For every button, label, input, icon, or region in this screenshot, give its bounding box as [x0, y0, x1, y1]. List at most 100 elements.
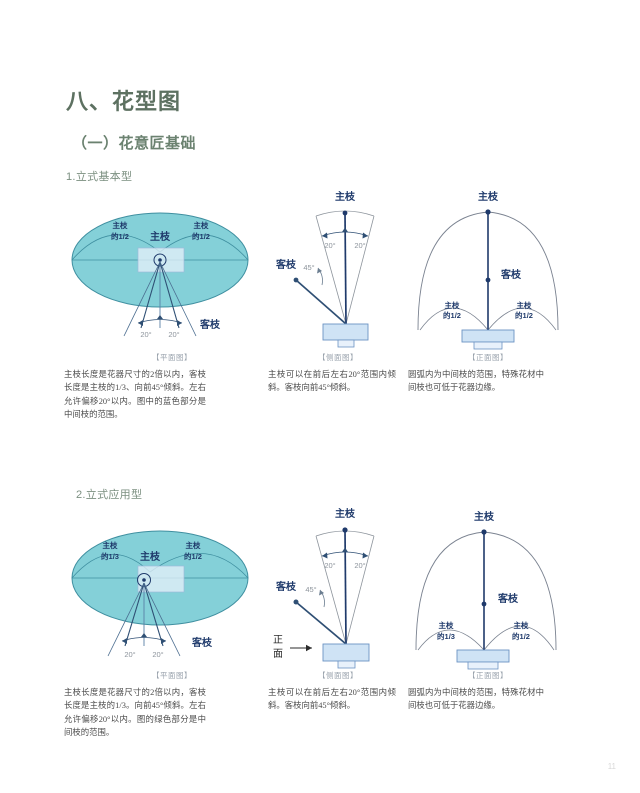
angle-arrow-left — [322, 552, 328, 559]
ray-outer-right — [143, 582, 181, 657]
main-branch-line — [344, 529, 347, 645]
guest-branch-line — [295, 601, 347, 645]
label-left-ratio-bottom: 的1/2 — [443, 310, 461, 320]
ray-right — [159, 261, 180, 329]
figure-front-basic: 主枝 客枝 主枝 的1/2 主枝 的1/2 — [404, 182, 572, 352]
ray-left — [124, 582, 145, 647]
angle-arrow-right — [362, 232, 368, 239]
vase-footprint — [137, 247, 185, 273]
arc-left — [71, 234, 161, 261]
figure-side-applied: 主枝 20° 20° 45° 客枝 正 面 — [268, 504, 400, 676]
label-left-ratio-bottom: 的1/3 — [437, 631, 455, 641]
angle-arrow-left — [322, 232, 328, 239]
vase-base — [337, 660, 356, 669]
ray-outer-right — [159, 261, 197, 337]
cone-edge-right — [345, 535, 375, 645]
label-left-ratio-top: 主枝 — [113, 220, 128, 230]
vase-base — [337, 339, 355, 348]
label-guest-branch: 客枝 — [191, 636, 213, 649]
view-caption-front-applied: 【正面图】 — [468, 671, 508, 680]
guest-branch-tip — [293, 277, 299, 283]
section-title: （一）花意匠基础 — [72, 135, 197, 152]
paragraph-front-basic: 圆弧内为中间枝的范围，特殊花材中间枝也可低于花器边缘。 — [408, 370, 544, 393]
cone-edge-left — [315, 535, 347, 645]
angle-arrow-right — [362, 552, 368, 559]
label-main-branch: 主枝 — [478, 190, 499, 203]
center-point-inner — [142, 578, 146, 582]
guest-branch-line — [295, 279, 347, 325]
figure-side-basic: 主枝 20° 20° 45° 客枝 — [275, 186, 398, 352]
front-direction-arrowhead — [306, 644, 312, 652]
angle-arrow-left — [122, 638, 127, 644]
label-left-ratio-top: 主枝 — [103, 540, 118, 550]
vase-body — [456, 649, 510, 663]
view-caption-plan-basic: 【平面图】 — [152, 353, 192, 362]
main-branch-tip — [342, 210, 348, 216]
label-front-direction-bottom: 面 — [273, 649, 283, 660]
figure-front-applied: 主枝 客枝 主枝 的1/3 主枝 的1/2 — [404, 500, 572, 674]
arc-right-small — [487, 307, 557, 331]
label-angle-right: 20° — [168, 330, 179, 339]
angle-arrow-mid — [141, 633, 147, 637]
arc-right — [159, 234, 249, 261]
view-caption-front-basic: 【正面图】 — [468, 353, 508, 362]
label-main-branch: 主枝 — [335, 190, 356, 203]
label-right-ratio-top: 主枝 — [514, 620, 529, 630]
guest-branch-point — [485, 277, 491, 283]
figure-plan-basic: 主枝 主枝 的1/2 主枝 的1/2 20° 20° 客枝 — [62, 192, 282, 352]
label-angle-guest: 45° — [305, 585, 316, 594]
label-right-ratio-top: 主枝 — [194, 220, 209, 230]
main-branch-tip — [485, 209, 491, 215]
angle-arrow-right — [161, 638, 166, 644]
arc-right-small — [483, 625, 555, 651]
label-guest-branch: 客枝 — [275, 258, 297, 271]
paragraph-side-basic: 主枝可以在前后左右20°范围内倾斜。客枝向前45°倾斜。 — [268, 370, 396, 393]
paragraph-front-applied: 圆弧内为中间枝的范围，特殊花材中间枝也可低于花器边缘。 — [408, 688, 544, 711]
label-angle-guest: 45° — [303, 263, 314, 272]
view-caption-side-applied: 【侧面图】 — [318, 671, 358, 680]
angle-arrow-left — [138, 320, 143, 326]
label-right-ratio-top: 主枝 — [186, 540, 201, 550]
label-guest-branch: 客枝 — [199, 318, 221, 331]
center-point-inner — [158, 258, 162, 262]
cone-edge-right — [345, 215, 375, 325]
label-front-direction-top: 正 — [273, 635, 283, 646]
arc-right — [149, 553, 249, 579]
label-angle-right: 20° — [152, 650, 163, 659]
main-branch-tip — [342, 527, 348, 533]
label-right-ratio-bottom: 的1/2 — [515, 310, 533, 320]
paragraph-plan-basic: 主枝长度是花器尺寸的2倍以内，客枝长度是主枝的1/3、向前45°倾斜。左右允许偏… — [64, 370, 206, 419]
label-guest-branch: 客枝 — [500, 268, 522, 281]
label-angle-left: 20° — [124, 650, 135, 659]
label-main-branch: 主枝 — [140, 550, 161, 563]
guest-branch-tip — [293, 599, 299, 605]
cone-edge-left — [315, 215, 347, 325]
guest-angle-arrow — [319, 590, 324, 596]
label-angle-right: 20° — [354, 241, 365, 250]
label-main-branch: 主枝 — [335, 507, 356, 520]
label-left-ratio-top: 主枝 — [445, 300, 460, 310]
label-right-ratio-top: 主枝 — [517, 300, 532, 310]
ray-right — [143, 582, 164, 647]
vase-body — [322, 643, 370, 662]
guest-branch-point — [481, 601, 487, 607]
figure-plan-applied: 主枝 主枝 的1/3 主枝 的1/2 20° 20° 客枝 — [62, 510, 282, 670]
paragraph-plan-applied: 主枝长度是花器尺寸的2倍以内，客枝长度是主枝的1/3。向前45°倾斜。左右允许偏… — [64, 688, 206, 737]
label-right-ratio-bottom: 的1/2 — [512, 631, 530, 641]
view-caption-side-basic: 【侧面图】 — [318, 353, 358, 362]
view-caption-plan-applied: 【平面图】 — [152, 671, 192, 680]
ray-outer-left — [123, 261, 161, 337]
label-angle-left: 20° — [140, 330, 151, 339]
label-left-ratio-top: 主枝 — [439, 620, 454, 630]
label-left-ratio-bottom: 的1/3 — [101, 551, 119, 561]
label-angle-right: 20° — [354, 561, 365, 570]
vase-base — [467, 661, 499, 670]
subheading-applied: 2.立式应用型 — [76, 489, 143, 501]
ray-left — [140, 261, 161, 329]
label-right-ratio-bottom: 的1/2 — [192, 231, 210, 241]
page-number: 11 — [607, 762, 616, 771]
arc-left-small — [419, 307, 489, 331]
vase-base — [473, 341, 503, 350]
label-angle-left: 20° — [324, 561, 335, 570]
